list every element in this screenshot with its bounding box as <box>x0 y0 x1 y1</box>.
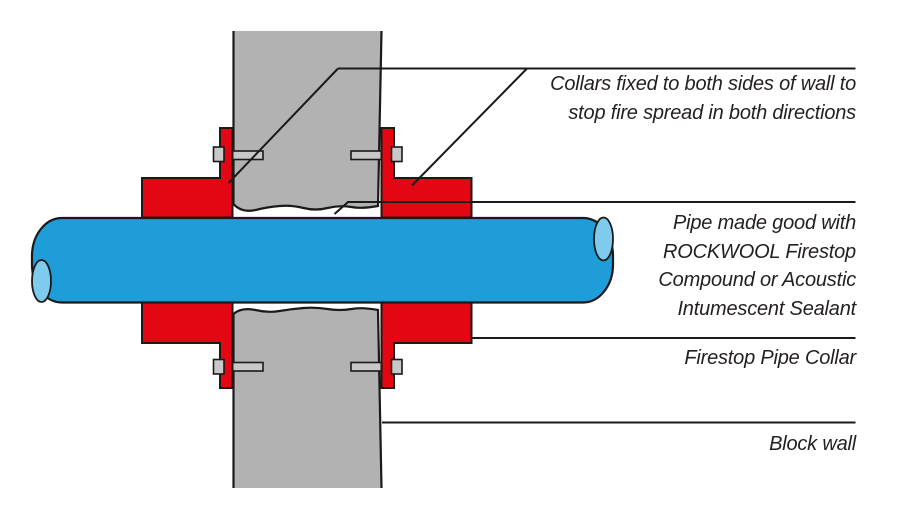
annotation-text-line: Intumescent Sealant <box>677 297 856 320</box>
block-wall-lower <box>232 306 383 489</box>
leader-collars-to-left-collar <box>227 67 339 184</box>
annotation-text-line: stop fire spread in both directions <box>568 101 856 124</box>
firestop-collar-top-left <box>141 127 234 219</box>
bolt-shank-top-right <box>350 150 383 161</box>
annotation-block-wall: Block wall <box>769 430 856 459</box>
annotation-collars-fixed: Collars fixed to both sides of wall to s… <box>550 70 856 127</box>
annotation-text-line: Compound or Acoustic <box>658 269 856 291</box>
pipe-end-left <box>31 259 52 303</box>
annotation-text-line: Firestop Pipe Collar <box>684 347 856 369</box>
firestop-collar-top-right <box>380 127 473 219</box>
pipe-end-right <box>593 216 614 262</box>
annotation-text-line: Collars fixed to both sides of wall to <box>550 73 856 95</box>
block-wall-upper <box>232 30 383 212</box>
bolt-head-bottom-left <box>212 358 225 375</box>
leader-sealant-tick <box>333 201 349 215</box>
pipe <box>30 216 615 304</box>
firestop-collar-bottom-left <box>141 301 234 389</box>
bolt-head-bottom-right <box>390 358 403 375</box>
firestop-collar-bottom-right <box>380 301 473 389</box>
bolt-head-top-left <box>212 146 225 163</box>
annotation-text-line: Pipe made good with <box>673 212 856 234</box>
annotation-firestop-pipe-collar: Firestop Pipe Collar <box>684 344 856 373</box>
bolt-shank-bottom-left <box>231 361 264 372</box>
bolt-head-top-right <box>390 146 403 163</box>
bolt-shank-bottom-right <box>350 361 383 372</box>
annotation-text-line: Block wall <box>769 433 856 455</box>
annotation-text-line: ROCKWOOL Firestop <box>663 240 856 263</box>
annotation-pipe-made-good: Pipe made good with ROCKWOOL Firestop Co… <box>658 209 856 323</box>
leader-collars-to-right-collar <box>411 67 528 187</box>
